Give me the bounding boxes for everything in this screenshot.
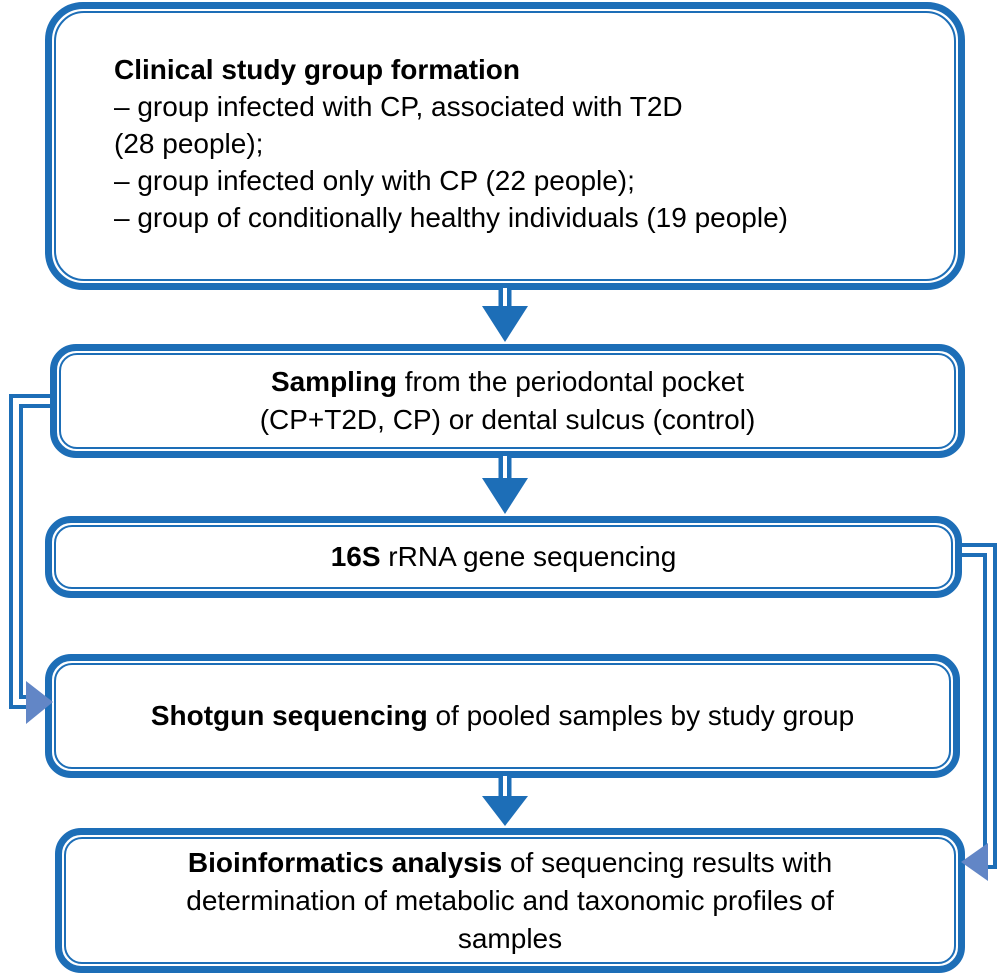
step1-line-4: – group of conditionally healthy individ… <box>114 202 788 233</box>
arrow-down-2 <box>482 456 528 514</box>
arrow-left-icon <box>961 843 988 881</box>
step5-rest: of sequencing results with <box>502 846 833 878</box>
step3-bold: 16S <box>330 541 381 572</box>
step1-line-2: (28 people); <box>114 128 264 159</box>
step5-text: Bioinformatics analysis of sequencing re… <box>186 844 833 958</box>
connector-right <box>961 543 997 881</box>
step2-bold: Sampling <box>270 366 397 397</box>
step-bioinformatics-analysis: Bioinformatics analysis of sequencing re… <box>55 828 965 973</box>
step-16s-sequencing: 16S rRNA gene sequencing <box>45 516 962 598</box>
step2-line-2: (CP+T2D, CP) or dental sulcus (control) <box>259 404 756 435</box>
step3-rest: rRNA gene sequencing <box>380 541 677 572</box>
step2-rest: from the periodontal pocket <box>396 366 745 397</box>
arrow-down-icon <box>482 478 528 514</box>
step4-rest: of pooled samples by study group <box>427 700 855 731</box>
arrow-down-3 <box>482 776 528 826</box>
step1-line-1: – group infected with CP, associated wit… <box>114 91 683 122</box>
step-shotgun-sequencing: Shotgun sequencing of pooled samples by … <box>45 654 960 778</box>
step1-line-3: – group infected only with CP (22 people… <box>114 165 635 196</box>
arrow-down-icon <box>482 796 528 826</box>
arrow-down-1 <box>482 288 528 342</box>
step5-line-3: samples <box>457 922 563 954</box>
step4-bold: Shotgun sequencing <box>150 700 428 731</box>
step1-text: Clinical study group formation – group i… <box>52 9 818 236</box>
arrow-down-icon <box>482 306 528 342</box>
step4-text: Shotgun sequencing of pooled samples by … <box>151 697 854 735</box>
step5-bold: Bioinformatics analysis <box>187 846 503 878</box>
step5-line-2: determination of metabolic and taxonomic… <box>186 884 834 916</box>
step1-title: Clinical study group formation <box>114 54 521 85</box>
step3-text: 16S rRNA gene sequencing <box>331 538 677 576</box>
step-sampling: Sampling from the periodontal pocket (CP… <box>50 344 965 458</box>
step2-text: Sampling from the periodontal pocket (CP… <box>260 363 756 439</box>
step-clinical-group-formation: Clinical study group formation – group i… <box>45 2 965 290</box>
